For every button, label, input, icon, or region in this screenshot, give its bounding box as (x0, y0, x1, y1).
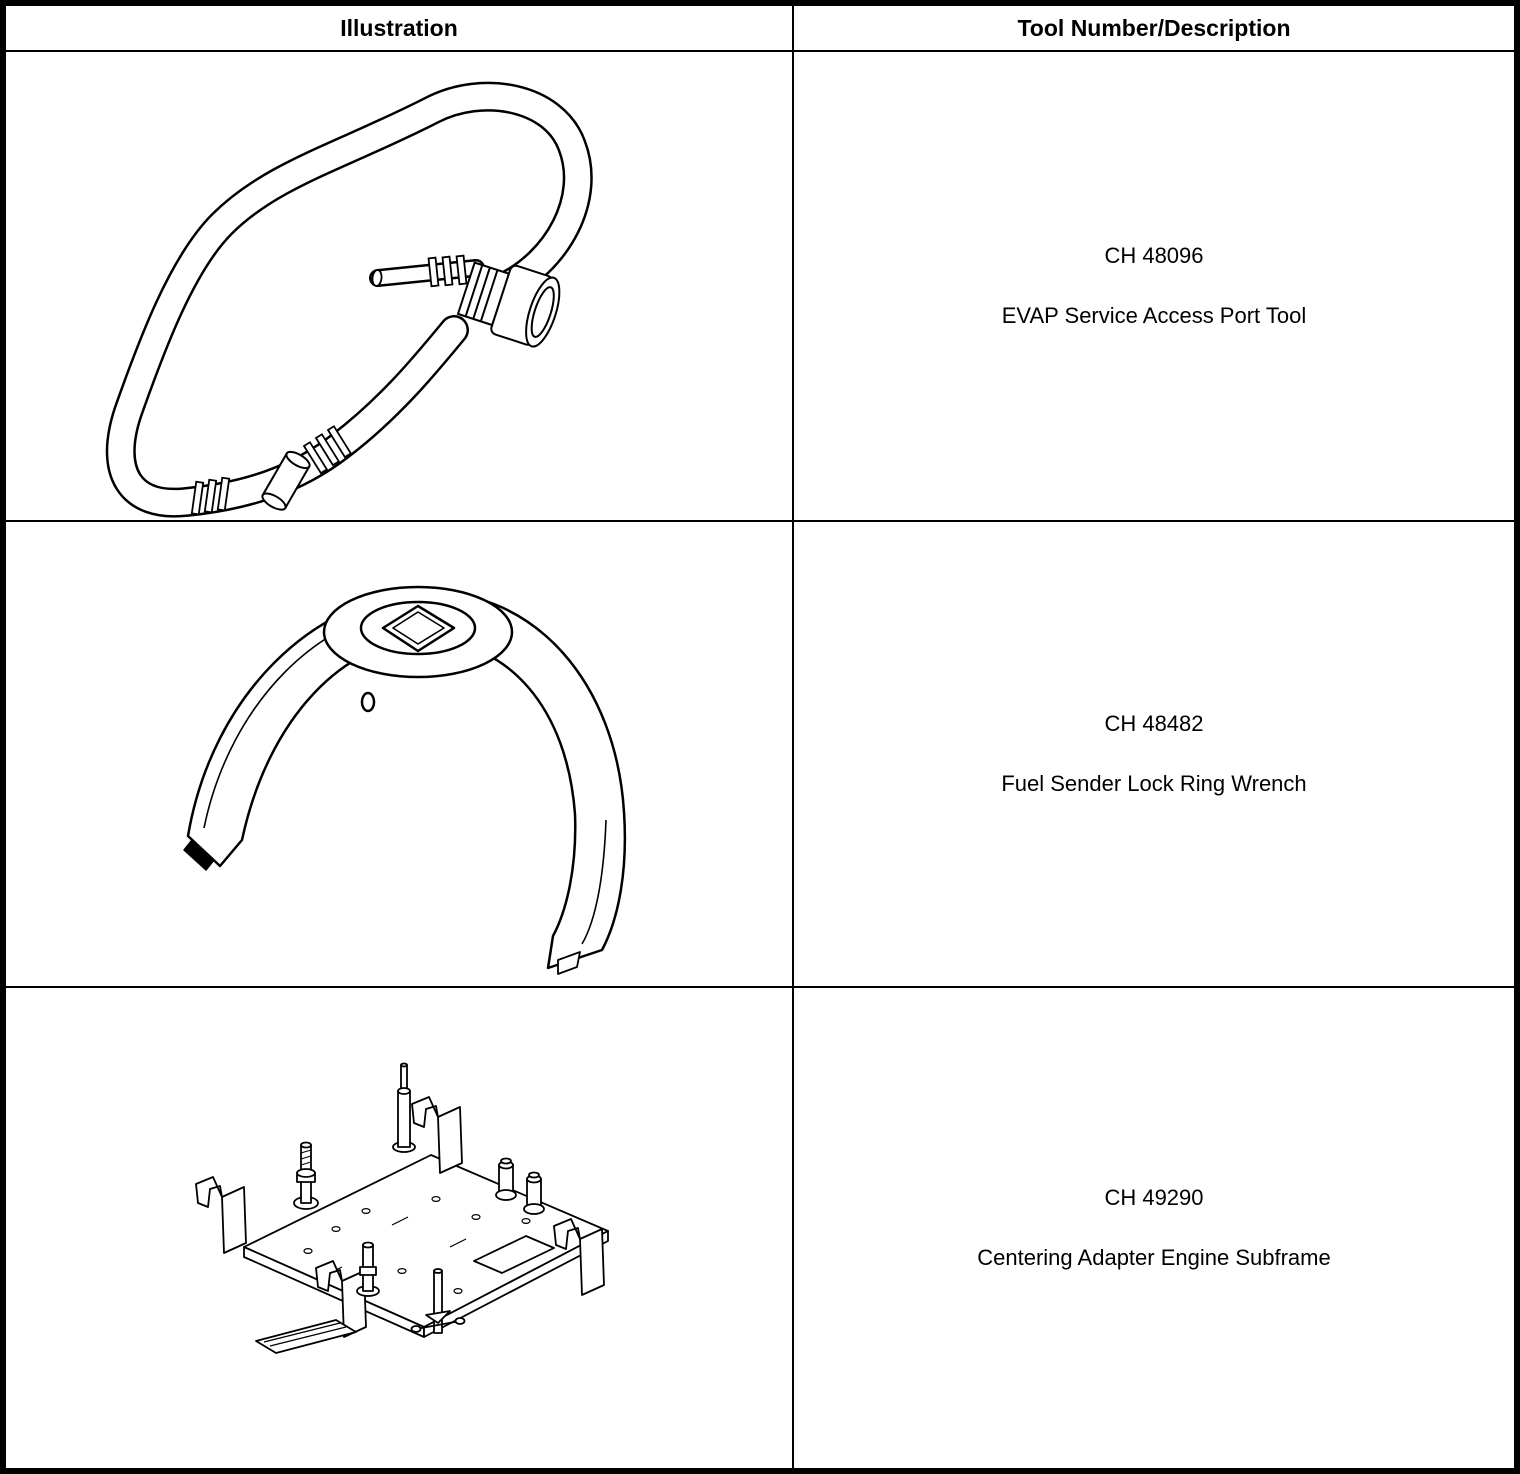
tool-number: CH 49290 (1104, 1185, 1204, 1210)
table-row-3-illustration-cell (6, 988, 792, 1468)
evap-service-access-port-tool-drawing-icon (105, 81, 593, 518)
tool-number: CH 48482 (1104, 711, 1204, 736)
tool-description: EVAP Service Access Port Tool (1001, 303, 1307, 328)
fuel-sender-lock-ring-wrench-drawing-icon (183, 585, 627, 975)
tool-number: CH 48096 (1104, 243, 1204, 268)
column-header-tool-number-description-label: Tool Number/Description (1017, 14, 1291, 41)
table-row-2-illustration-cell (6, 522, 792, 986)
column-header-illustration: Illustration (6, 6, 792, 50)
table-row-1-description-cell: CH 48096 EVAP Service Access Port Tool (794, 52, 1514, 520)
column-header-illustration-label: Illustration (340, 14, 458, 41)
table-row-3-description-cell: CH 49290 Centering Adapter Engine Subfra… (794, 988, 1514, 1468)
tool-description: Fuel Sender Lock Ring Wrench (1001, 771, 1307, 796)
centering-adapter-engine-subframe-drawing-icon (195, 1062, 609, 1354)
tool-description: Centering Adapter Engine Subframe (977, 1245, 1331, 1270)
column-header-tool-number-description: Tool Number/Description (794, 6, 1514, 50)
table-row-2-description-cell: CH 48482 Fuel Sender Lock Ring Wrench (794, 522, 1514, 986)
table-row-1-illustration-cell (6, 52, 792, 520)
